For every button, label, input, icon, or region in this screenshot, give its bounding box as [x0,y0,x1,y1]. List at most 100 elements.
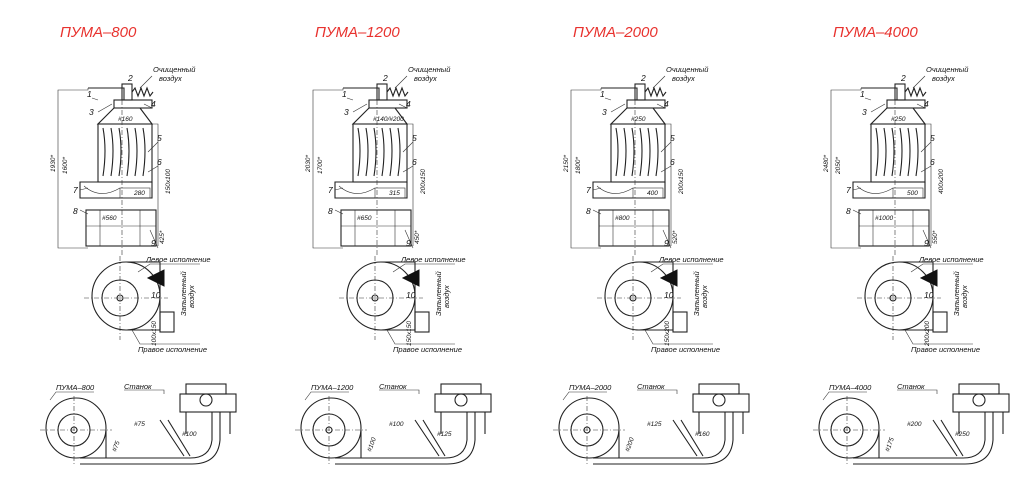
filter-sleeve [102,127,106,177]
width-dimension: 280 [133,190,145,197]
model-title: ПУМА–2000 [573,24,658,41]
clean-air-leader [652,75,666,89]
width-dimension: 400 [647,190,658,197]
part-number: 1 [342,89,347,99]
plan-side [381,261,416,331]
filter-diameter: #800 [615,215,630,222]
part-number: 3 [89,107,94,117]
filter-sleeve [118,127,122,177]
part-number: 9 [664,238,669,248]
body-height: 1800* [575,157,582,174]
side-diameter: #75 [111,440,121,453]
clean-air-label: воздух [414,74,437,83]
plan-axes [857,256,941,340]
filter-sleeve [365,127,369,177]
part-number: 4 [406,99,411,109]
total-height: 2480* [823,155,830,173]
top-plate [368,99,408,109]
part-number: 2 [900,73,906,83]
part-number: 2 [640,73,646,83]
dirty-air-label: Запыленный [952,270,961,316]
part-number: 5 [670,133,675,143]
right-version-label: Правое исполнение [393,345,462,354]
outlet-dimension: 200x150 [678,169,685,195]
part-number: 5 [930,133,935,143]
filter-sleeve [110,127,114,177]
model-title: ПУМА–4000 [833,24,918,41]
left-leader [137,263,200,273]
filter-sleeve [142,127,146,177]
machine-spindle [972,393,986,407]
arrow-icon [146,269,165,287]
top-diameter: #250 [891,116,906,123]
branch-diameter: #100 [182,431,197,438]
name-leader [49,391,94,401]
part-number: 9 [151,238,156,248]
filter-body [870,123,926,183]
filter-sleeve [389,127,393,177]
filter-sleeve [126,127,130,177]
machine-spindle [199,393,213,407]
machine-top [698,383,740,395]
filter-diameter: #560 [102,215,117,222]
bin-lines [859,210,929,246]
part-leaders [79,97,159,215]
scheme-housing [300,397,362,459]
outlet-window [892,187,924,199]
bin-lines [341,210,411,246]
machine-body [179,393,237,413]
side-rail [407,123,414,246]
inlet-dimension: 150x150 [406,321,413,346]
part-number: 1 [600,89,605,99]
arrow-label: 10 [406,290,416,300]
filter-sleeve [623,127,627,177]
right-leader [644,329,713,345]
outlet-dimension: 200x150 [420,169,427,195]
dust-bin [858,209,930,247]
filter-sleeve [899,127,903,177]
arrow-icon [659,269,678,287]
filter-diameter: #650 [357,215,372,222]
filter-sleeve [907,127,911,177]
plan-side [126,261,161,331]
part-number: 8 [328,206,333,216]
scheme-name: ПУМА–4000 [829,383,872,392]
part-number: 1 [87,89,92,99]
filter-sleeve [373,127,377,177]
part-number: 7 [846,185,851,195]
clean-air-label: Очищенный [153,65,196,74]
branch-duct [932,419,958,457]
inlet-box [159,311,175,333]
right-leader [904,329,973,345]
part-number: 5 [157,133,162,143]
part-number: 5 [412,133,417,143]
filter-sleeve [915,127,919,177]
model-group-2: ПУМА–1200123456789Очищенныйвоздух#140/#2… [295,24,492,465]
branch-duct-2 [422,419,446,457]
inlet-dimension: 200x200 [924,321,931,347]
base-box [79,181,153,199]
clean-air-label: воздух [159,74,182,83]
scheme-name: ПУМА–1200 [311,383,354,392]
filter-body [610,123,666,183]
scheme-axes [813,396,885,464]
main-diameter: #100 [389,421,404,428]
side-diameter: #200 [624,436,636,452]
name-leader [304,391,349,401]
filter-sleeve [891,127,895,177]
branch-duct [159,419,185,457]
left-version-label: Левое исполнение [400,255,466,264]
dust-bin [340,209,412,247]
inlet-dimension: 150x200 [664,321,671,346]
top-duct [861,87,898,100]
side-diameter: #100 [366,436,378,452]
machine-top [185,383,227,395]
body-height: 1700* [317,157,324,174]
filter-sleeve [655,127,659,177]
machine-body [434,393,492,413]
leader-9 [404,229,414,249]
